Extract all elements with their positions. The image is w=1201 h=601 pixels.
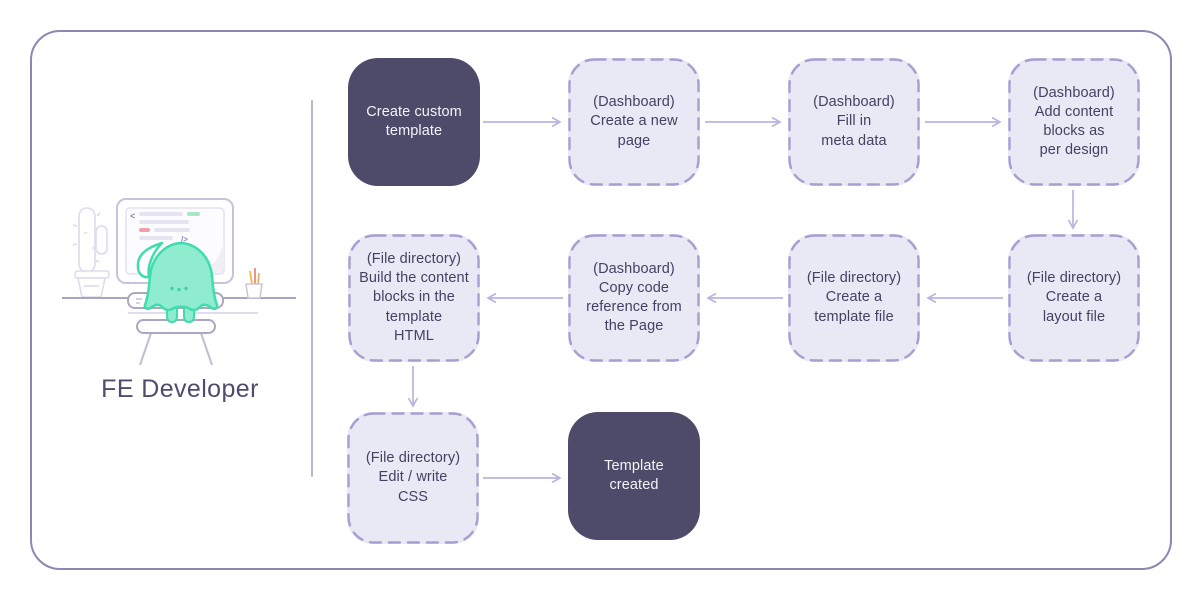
- flow-step-label: (File directory) Create a template file: [806, 270, 902, 325]
- dashed-border: [1008, 58, 1140, 186]
- flow-step-fill-meta-data: (Dashboard) Fill in meta data: [788, 58, 920, 186]
- screen-fold-shadow: [197, 238, 224, 273]
- dashed-border: [568, 234, 700, 362]
- dashed-border: [788, 58, 920, 186]
- dashed-border: [788, 234, 920, 362]
- flow-step-create-template-file: (File directory) Create a template file: [788, 234, 920, 362]
- flow-step-create-new-page: (Dashboard) Create a new page: [568, 58, 700, 186]
- flow-step-template-created: Template created: [568, 412, 700, 540]
- persona-divider-line: [311, 100, 313, 477]
- flow-step-label: (Dashboard) Fill in meta data: [813, 94, 895, 149]
- mascot-dots: [170, 286, 188, 292]
- code-open-glyph: <: [130, 211, 135, 221]
- flow-step-label: (Dashboard) Copy code reference from the…: [586, 260, 682, 335]
- dashed-border: [348, 234, 480, 362]
- dashed-border: [568, 58, 700, 186]
- flow-step-create-layout-file: (File directory) Create a layout file: [1008, 234, 1140, 362]
- flow-step-label: (Dashboard) Add content blocks as per de…: [1033, 84, 1115, 159]
- mascot-leaf: [136, 241, 164, 279]
- flow-step-label: (Dashboard) Create a new page: [590, 94, 678, 149]
- dashed-border: [347, 412, 479, 544]
- code-close-glyph: />: [181, 235, 188, 244]
- persona-label: FE Developer: [101, 375, 259, 403]
- flow-step-label: Template created: [604, 457, 664, 493]
- mascot-body: [143, 241, 219, 312]
- flow-step-copy-code-reference: (Dashboard) Copy code reference from the…: [568, 234, 700, 362]
- flow-step-edit-write-css: (File directory) Edit / write CSS: [347, 412, 479, 544]
- flow-step-label: (File directory) Build the content block…: [359, 251, 469, 344]
- code-lines: < />: [130, 211, 200, 244]
- dashed-border: [1008, 234, 1140, 362]
- pen-cup-icon: [245, 268, 263, 299]
- stool-icon: [136, 319, 216, 366]
- flow-step-build-content-blocks: (File directory) Build the content block…: [348, 234, 480, 362]
- flow-step-label: (File directory) Edit / write CSS: [365, 450, 461, 505]
- flow-step-label: Create custom template: [366, 103, 462, 139]
- cactus-icon: [72, 207, 110, 298]
- flow-step-label: (File directory) Create a layout file: [1026, 270, 1122, 325]
- mascot-icon: [136, 241, 219, 324]
- flow-step-add-content-blocks: (Dashboard) Add content blocks as per de…: [1008, 58, 1140, 186]
- developer-illustration: < />: [62, 198, 296, 366]
- flow-step-create-custom-template: Create custom template: [348, 58, 480, 186]
